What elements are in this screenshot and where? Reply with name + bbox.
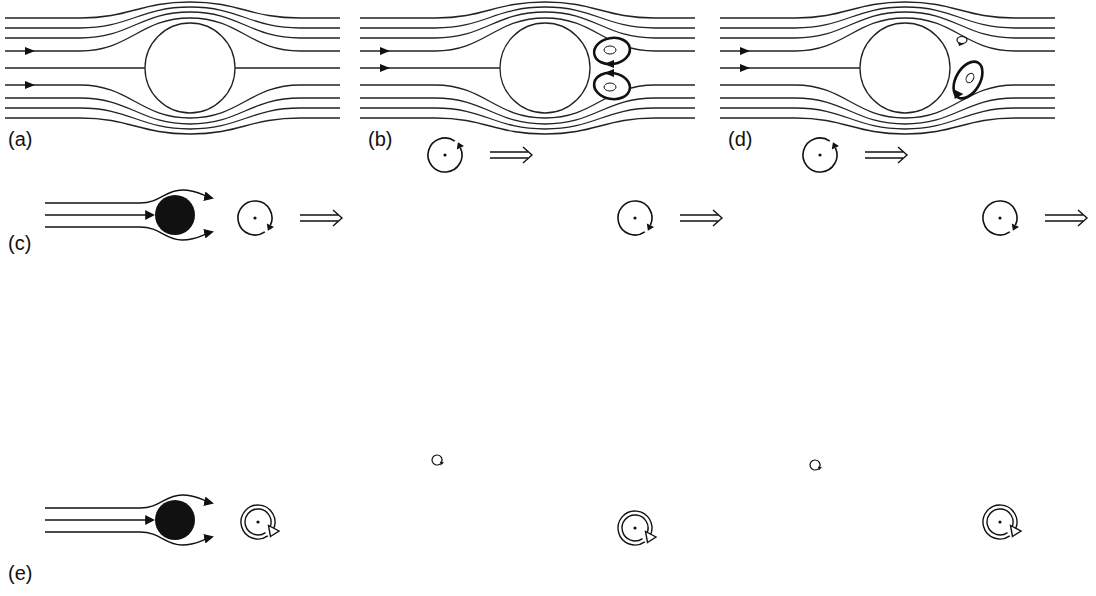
panel-label: (e) xyxy=(8,562,32,584)
panel-label: (c) xyxy=(8,232,31,254)
panel-label: (d) xyxy=(728,128,752,150)
panel-b-flow xyxy=(360,2,695,134)
panel-a-flow xyxy=(5,2,340,134)
panel-e-wake xyxy=(45,455,1021,545)
panel-label: (a) xyxy=(8,128,32,150)
panel-d-flow xyxy=(720,2,1055,134)
panel-c-wake xyxy=(45,138,1087,240)
panel-label: (b) xyxy=(368,128,392,150)
